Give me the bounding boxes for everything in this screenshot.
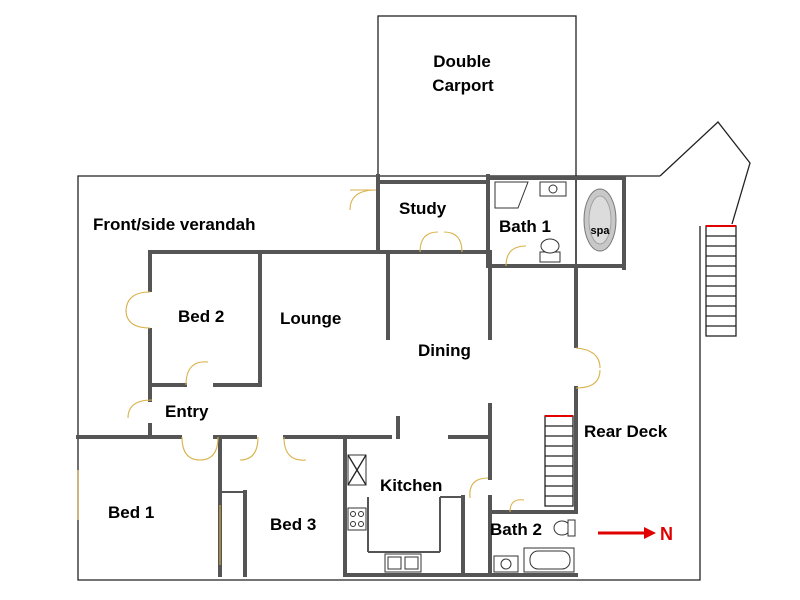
verandah-outline: [77, 175, 701, 581]
carport-label-line1: Double: [433, 52, 491, 71]
dining-label: Dining: [418, 341, 471, 360]
north-label: N: [660, 524, 673, 544]
spa-label: spa: [591, 225, 611, 237]
verandah-label: Front/side verandah: [93, 215, 255, 234]
stairs-rear-deck: [544, 415, 574, 507]
spa-icon: spa: [583, 188, 617, 252]
carport-outline: [377, 15, 577, 177]
doors: [77, 189, 601, 565]
entry-label: Entry: [165, 402, 209, 421]
bath1-label: Bath 1: [499, 217, 551, 236]
roof-corner-outline: [659, 121, 751, 225]
bed2-label: Bed 2: [178, 307, 224, 326]
north-arrow-icon: [598, 527, 656, 539]
bath1-fixtures: [494, 181, 567, 263]
kitchen-label: Kitchen: [380, 476, 442, 495]
bed1-label: Bed 1: [108, 503, 154, 522]
study-label: Study: [399, 199, 447, 218]
bath2-fixtures: [493, 519, 576, 573]
kitchen-fixtures: [347, 454, 422, 573]
bath2-label: Bath 2: [490, 520, 542, 539]
bed3-label: Bed 3: [270, 515, 316, 534]
lounge-label: Lounge: [280, 309, 341, 328]
stairs-side: [705, 225, 737, 337]
carport-label-line2: Carport: [432, 76, 494, 95]
rear-deck-label: Rear Deck: [584, 422, 668, 441]
